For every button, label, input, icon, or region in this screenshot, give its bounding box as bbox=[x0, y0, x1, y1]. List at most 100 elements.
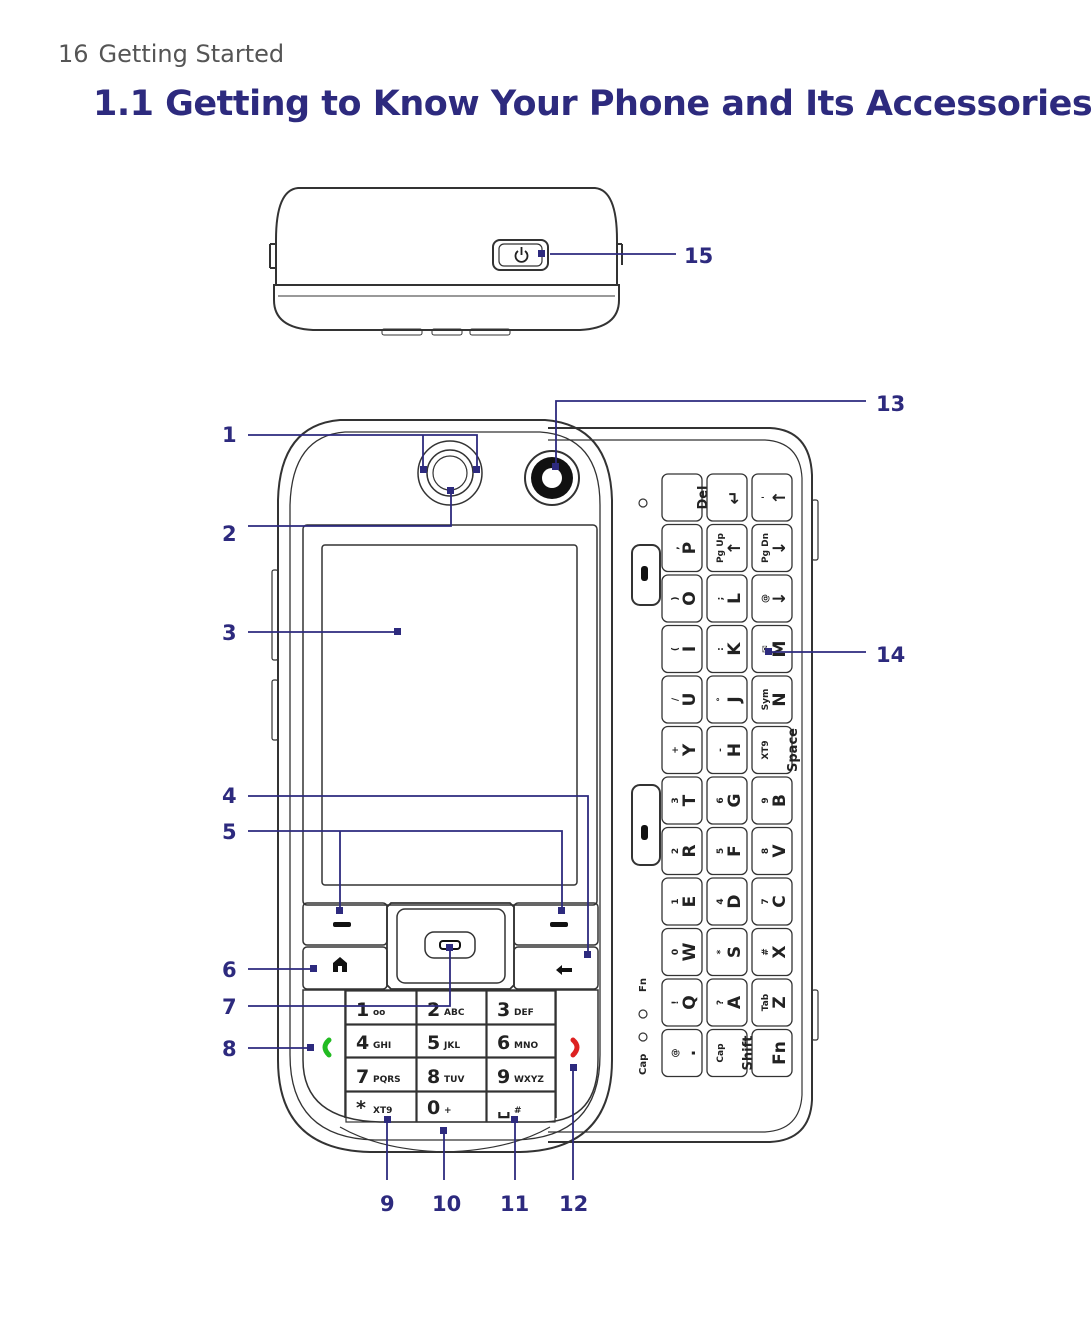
qwerty-key-main: Shift bbox=[741, 1036, 756, 1071]
keypad-key[interactable]: ␣# bbox=[486, 1091, 556, 1123]
qwerty-key-sub: 4 bbox=[716, 898, 726, 904]
qwerty-key-sub: 6 bbox=[716, 797, 726, 803]
qwerty-key-main: ↓ bbox=[770, 591, 790, 605]
qwerty-key[interactable]: J° bbox=[706, 675, 748, 724]
qwerty-key[interactable]: .@ bbox=[661, 1028, 703, 1078]
qwerty-key[interactable]: O) bbox=[661, 574, 703, 623]
qwerty-key-sub: 9 bbox=[761, 797, 771, 803]
qwerty-key-main: B bbox=[770, 794, 790, 807]
qwerty-key[interactable]: ↑Pg Up bbox=[706, 523, 748, 573]
qwerty-key-sub: # bbox=[761, 948, 771, 956]
qwerty-key[interactable]: Shift Cap bbox=[706, 1028, 756, 1078]
qwerty-key[interactable]: ↵ bbox=[706, 473, 748, 522]
qwerty-key[interactable]: L; bbox=[706, 574, 748, 623]
qwerty-key-sub: Cap bbox=[716, 1043, 726, 1063]
qwerty-key-main: Fn bbox=[770, 1041, 790, 1065]
right-soft-key[interactable] bbox=[550, 922, 568, 927]
qwerty-key[interactable]: Fn bbox=[751, 1028, 793, 1078]
qwerty-key[interactable]: Q! bbox=[661, 978, 703, 1027]
qwerty-key[interactable]: S* bbox=[706, 927, 748, 977]
qwerty-key[interactable]: D4 bbox=[706, 877, 748, 926]
qwerty-key[interactable]: T3 bbox=[661, 776, 703, 825]
end-key[interactable] bbox=[570, 1037, 580, 1058]
back-icon[interactable] bbox=[556, 965, 572, 975]
callout-markers bbox=[307, 250, 772, 1134]
qwerty-key[interactable]: V8 bbox=[751, 826, 793, 876]
call-key[interactable] bbox=[322, 1037, 332, 1058]
green-phone-icon bbox=[322, 1037, 332, 1058]
qwerty-key[interactable]: H- bbox=[706, 725, 748, 775]
qwerty-key[interactable]: I( bbox=[661, 624, 703, 674]
qwerty-key-sub: Sym bbox=[761, 689, 771, 711]
qwerty-key-main: D bbox=[725, 894, 745, 908]
keypad-key-main: 9 bbox=[497, 1066, 510, 1088]
qwerty-key-main: ↑ bbox=[770, 490, 790, 504]
qwerty-key[interactable]: Y+ bbox=[661, 725, 703, 775]
qwerty-key-sub: @ bbox=[761, 594, 771, 603]
keypad-key-main: ␣ bbox=[497, 1097, 511, 1119]
qwerty-key-main: ↵ bbox=[725, 490, 745, 504]
side-left-button-upper[interactable] bbox=[641, 566, 648, 581]
qwerty-key-main: G bbox=[725, 794, 745, 808]
qwerty-key[interactable]: G6 bbox=[706, 776, 748, 825]
qwerty-key[interactable]: ↓Pg Dn bbox=[751, 523, 793, 573]
qwerty-key-main: Q bbox=[680, 995, 700, 1009]
keypad-key-sub: JKL bbox=[443, 1041, 460, 1051]
qwerty-key[interactable]: R2 bbox=[661, 826, 703, 876]
keypad-key[interactable]: 0+ bbox=[416, 1091, 487, 1123]
qwerty-key[interactable]: A? bbox=[706, 978, 748, 1027]
callout-4: 4 bbox=[222, 784, 237, 808]
qwerty-key[interactable]: W0 bbox=[661, 927, 703, 977]
qwerty-key-main: S bbox=[725, 946, 745, 958]
keypad-key-sub: TUV bbox=[444, 1075, 464, 1085]
qwerty-key[interactable]: ↑' bbox=[751, 473, 793, 522]
cap-indicator-label: Cap bbox=[638, 1054, 649, 1075]
side-left-button-lower[interactable] bbox=[641, 825, 648, 840]
qwerty-key-sub: , bbox=[671, 546, 681, 549]
qwerty-key-main: X bbox=[770, 945, 790, 958]
qwerty-key[interactable]: P, bbox=[661, 523, 703, 573]
keypad-key-sub: ABC bbox=[444, 1008, 465, 1018]
qwerty-key-sub: @ bbox=[671, 1049, 681, 1058]
qwerty-key[interactable]: K: bbox=[706, 624, 748, 674]
qwerty-key-sub: / bbox=[671, 697, 681, 701]
qwerty-key[interactable]: E1 bbox=[661, 877, 703, 926]
qwerty-key-sub: 0 bbox=[671, 949, 681, 955]
qwerty-key-sub: 1 bbox=[671, 898, 681, 904]
keypad-key-main: 1 bbox=[356, 999, 369, 1021]
qwerty-key[interactable]: F5 bbox=[706, 826, 748, 876]
red-phone-icon bbox=[570, 1037, 580, 1058]
qwerty-key-sub: ' bbox=[761, 496, 771, 499]
qwerty-key-sub: ) bbox=[671, 596, 681, 600]
qwerty-key[interactable]: Del bbox=[661, 473, 711, 522]
qwerty-key[interactable]: ↓@ bbox=[751, 574, 793, 623]
qwerty-key[interactable]: X# bbox=[751, 927, 793, 977]
qwerty-key[interactable]: B9 bbox=[751, 776, 793, 825]
qwerty-key-main: F bbox=[725, 845, 745, 857]
home-icon[interactable] bbox=[333, 957, 347, 972]
qwerty-key-main: O bbox=[680, 591, 700, 605]
keypad-key[interactable]: *XT9 bbox=[345, 1091, 417, 1123]
qwerty-key[interactable]: C7 bbox=[751, 877, 793, 926]
qwerty-key-sub: ; bbox=[716, 597, 726, 601]
qwerty-key-sub: : bbox=[716, 647, 726, 651]
left-soft-key[interactable] bbox=[333, 922, 351, 927]
qwerty-key[interactable]: U/ bbox=[661, 675, 703, 724]
qwerty-key-sub: ° bbox=[716, 697, 726, 702]
power-icon bbox=[514, 247, 529, 263]
callout-lines bbox=[248, 253, 866, 1180]
